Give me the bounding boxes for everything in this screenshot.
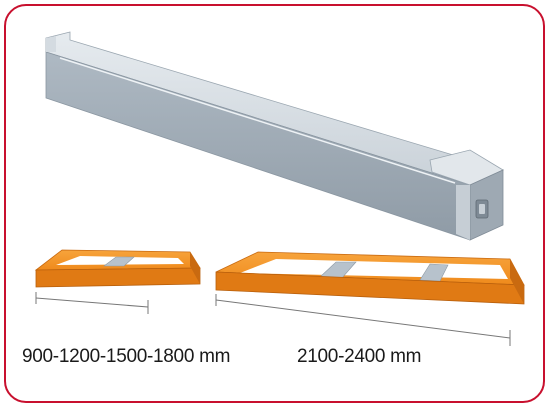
- dimension-line-small: [35, 292, 149, 314]
- dimension-line-large: [215, 294, 511, 346]
- frame-small-size-label: 900-1200-1500-1800 mm: [22, 346, 231, 367]
- beam-icon: [45, 31, 505, 241]
- frame-large-size-label: 2100-2400 mm: [297, 346, 422, 367]
- frame-small-icon: [34, 249, 201, 288]
- frame-large-icon: [215, 251, 525, 305]
